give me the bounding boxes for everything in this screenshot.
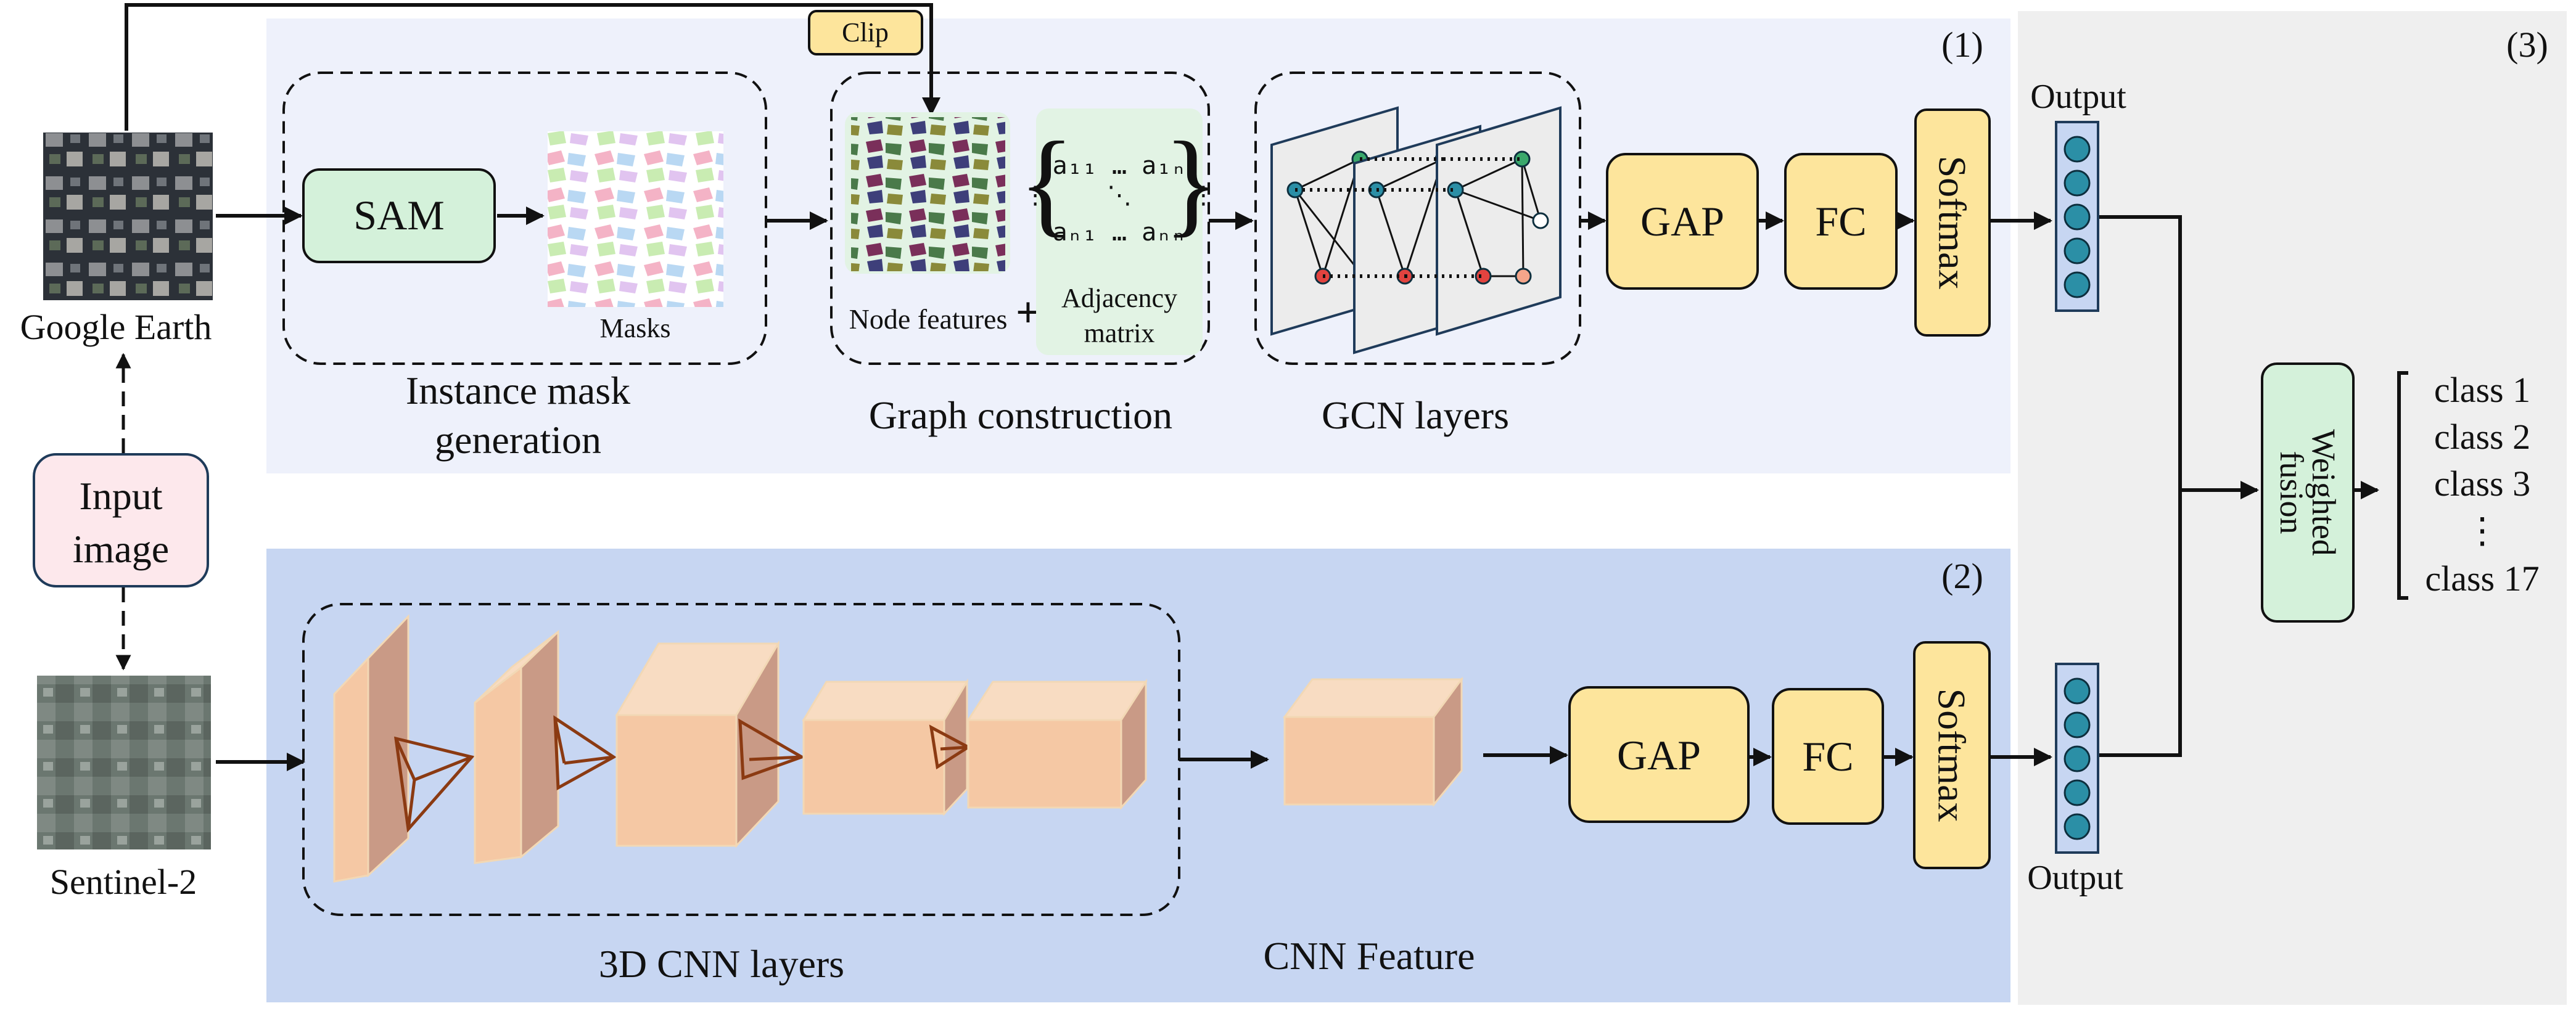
cnn-softmax-label: Softmax	[1930, 689, 1974, 822]
sentinel-image	[37, 676, 211, 849]
clip-connector	[125, 3, 940, 131]
gcn-caption: GCN layers	[1322, 393, 1509, 437]
node-features-label: Node features	[849, 303, 1008, 335]
gcn-gap-label: GAP	[1640, 198, 1724, 245]
instance-caption-line2: generation	[435, 418, 601, 462]
cnn-cube-4	[802, 678, 971, 816]
cnn-cube-2	[474, 629, 617, 864]
instance-caption-line1: Instance mask	[406, 369, 630, 412]
sentinel-label: Sentinel-2	[50, 862, 197, 902]
gcn-output-label: Output	[2030, 78, 2126, 116]
gcn-output-to-fusion-line	[2099, 215, 2259, 499]
gcn-softmax-box	[1914, 108, 1991, 337]
classes-bracket	[2397, 371, 2408, 600]
gcn-plane-3	[1436, 106, 1562, 336]
clip-label: Clip	[842, 17, 889, 47]
matrix-row3: aₙ₁ … aₙₙ	[1053, 218, 1187, 247]
gcn-fc-label: FC	[1815, 198, 1866, 245]
google-earth-image	[43, 133, 213, 300]
class-item-3: class 3	[2434, 464, 2530, 504]
cnn-branch-tag: (2)	[1941, 556, 1983, 596]
clip-badge	[808, 10, 923, 55]
class-item-ellipsis: ⋮	[2464, 510, 2500, 550]
adjacency-label-line2: matrix	[1084, 318, 1155, 348]
adjacency-panel	[1036, 108, 1203, 355]
cnn-feature-caption: CNN Feature	[1263, 934, 1475, 978]
sam-label: SAM	[353, 192, 444, 239]
cnn-output-vector	[2055, 663, 2099, 854]
cnn-gap-box	[1568, 686, 1750, 823]
cnn-cube-5	[966, 678, 1148, 810]
class-item-17: class 17	[2425, 559, 2539, 599]
instance-mask-group	[282, 72, 767, 365]
gcn-layers-group	[1254, 72, 1581, 365]
graph-caption: Graph construction	[869, 393, 1172, 437]
weighted-fusion-line2: fusion	[2273, 451, 2310, 534]
cnn-output-label: Output	[2027, 859, 2123, 897]
cnn-softmax-box	[1913, 641, 1991, 869]
input-label-line2: image	[73, 527, 169, 571]
matrix-row2: ⋮ ⋱ ⋮	[1023, 181, 1216, 210]
cnn-layers-caption: 3D CNN layers	[599, 942, 844, 986]
gcn-softmax-label: Softmax	[1931, 156, 1975, 290]
weighted-fusion-box	[2261, 362, 2355, 623]
weighted-fusion-line1: Weighted	[2305, 429, 2342, 556]
masks-image	[548, 131, 723, 307]
matrix-row1: a₁₁ … a₁ₙ	[1053, 152, 1187, 180]
cnn-cube-1	[333, 614, 475, 883]
cnn-fc-label: FC	[1802, 733, 1853, 780]
input-label-line1: Input	[79, 474, 162, 518]
cnn-fc-box	[1772, 688, 1884, 825]
sam-box	[302, 168, 496, 263]
matrix-brace-right: }	[1163, 118, 1219, 248]
cnn-cube-3	[615, 640, 805, 848]
class-item-2: class 2	[2434, 417, 2530, 457]
google-earth-label: Google Earth	[20, 307, 212, 347]
node-features-image	[851, 117, 1005, 271]
adjacency-label-line1: Adjacency	[1061, 283, 1177, 313]
matrix-brace-left: {	[1018, 118, 1074, 248]
cnn-feature-cube	[1283, 676, 1463, 808]
class-item-1: class 1	[2434, 370, 2530, 410]
cnn-gap-label: GAP	[1617, 732, 1701, 779]
graph-construction-group	[830, 72, 1210, 365]
masks-label: Masks	[600, 313, 671, 343]
gcn-output-vector	[2055, 121, 2099, 312]
input-image-box	[33, 453, 209, 587]
cnn-output-to-fusion-line	[2099, 490, 2182, 757]
fusion-tag: (3)	[2506, 25, 2548, 65]
gcn-gap-box	[1606, 153, 1759, 290]
gcn-branch-tag: (1)	[1941, 25, 1983, 65]
